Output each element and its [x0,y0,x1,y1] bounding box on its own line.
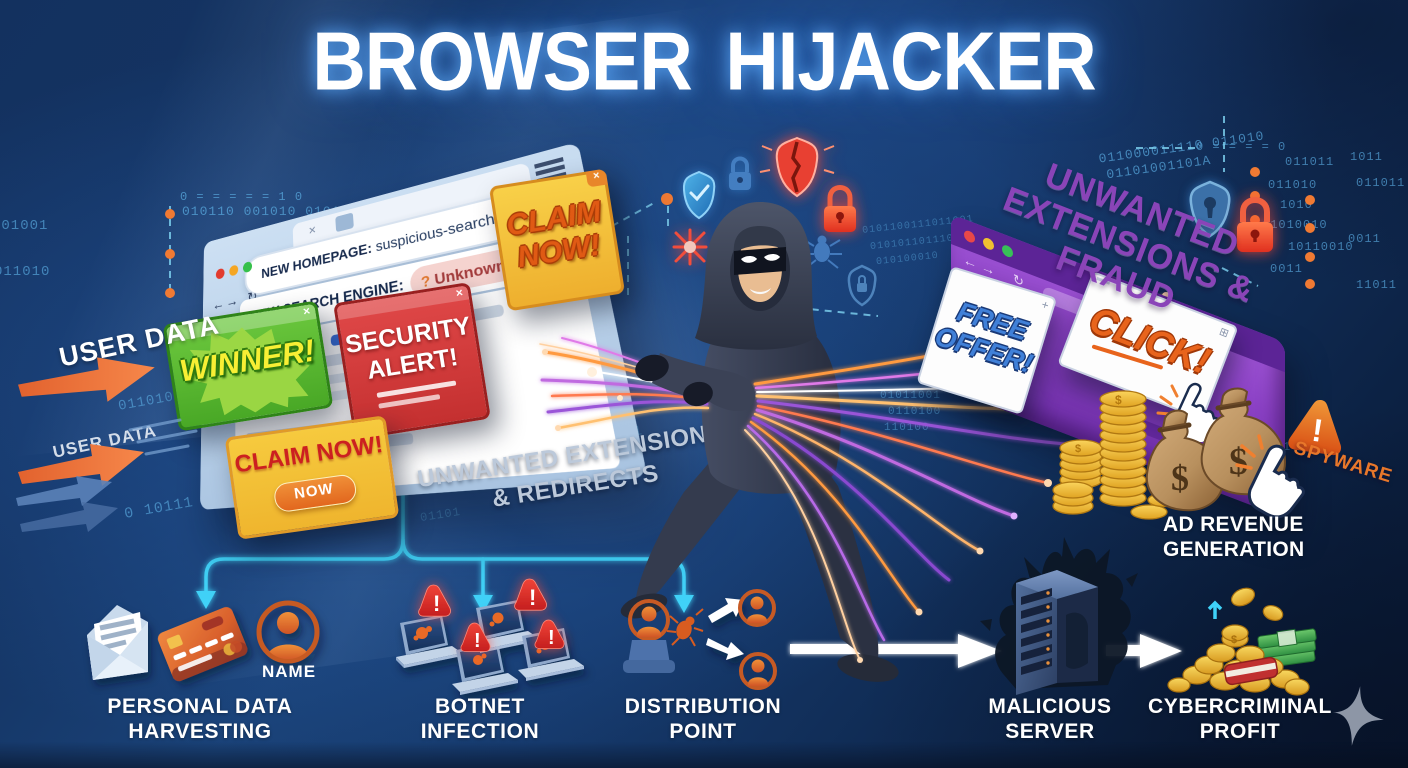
svg-text:!: ! [433,591,440,616]
svg-text:!: ! [548,627,555,649]
svg-text:$: $ [1171,458,1189,498]
svg-text:!: ! [529,585,536,610]
svg-text:$: $ [1229,441,1248,483]
svg-text:!: ! [474,630,481,652]
svg-text:NAME: NAME [262,662,316,681]
svg-text:$: $ [1075,443,1081,455]
svg-text:$: $ [1231,634,1237,646]
svg-text:$: $ [1115,393,1122,407]
svg-text:!: ! [1310,412,1326,449]
